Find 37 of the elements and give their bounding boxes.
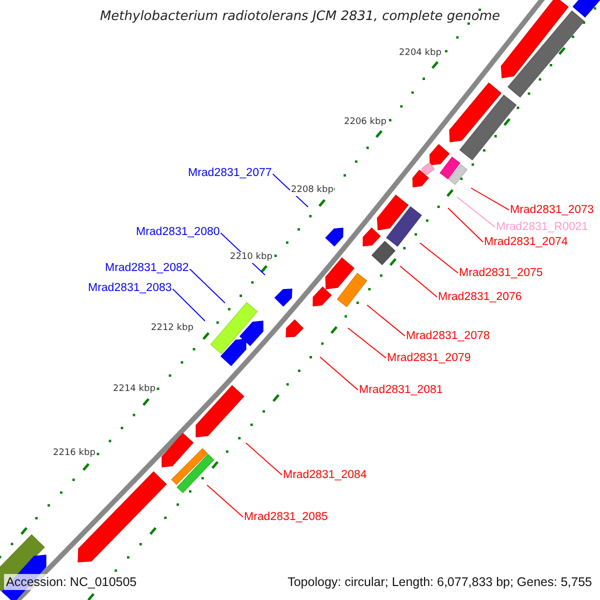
- gene-label: Mrad2831_2080: [136, 226, 220, 238]
- gene-label: Mrad2831_2082: [105, 262, 189, 274]
- leader-line: [272, 174, 308, 208]
- leader-line: [456, 196, 496, 228]
- accession-text: Accession: NC_010505: [4, 574, 139, 590]
- gene-label: Mrad2831_2077: [188, 166, 272, 180]
- scale-label: 2204 kbp: [398, 48, 442, 58]
- leader-line: [246, 442, 282, 476]
- scale-label: 2212 kbp: [150, 322, 194, 334]
- gene-label: Mrad2831_2083: [88, 282, 172, 294]
- gene-label: Mrad2831_2074: [484, 236, 568, 248]
- scale-label: 2210 kbp: [229, 252, 274, 262]
- gene-label: Mrad2831_R0021: [496, 220, 588, 234]
- scale-label: 2216 kbp: [52, 448, 96, 458]
- leader-line: [400, 266, 438, 298]
- leader-line: [420, 242, 458, 274]
- scale-label: 2206 kbp: [343, 116, 388, 128]
- genome-summary-text: Topology: circular; Length: 6,077,833 bp; Genes: 5,755: [286, 574, 594, 590]
- gene-label: Mrad2831_2076: [438, 290, 522, 304]
- leader-line: [172, 288, 206, 322]
- gene-label: Mrad2831_2085: [244, 510, 328, 524]
- leader-line: [189, 268, 226, 304]
- leader-line: [206, 484, 244, 518]
- leader-line: [448, 208, 484, 242]
- leader-line: [366, 304, 406, 336]
- scale-label: 2214 kbp: [112, 384, 156, 394]
- gene-label: Mrad2831_2073: [510, 204, 594, 216]
- gene-label: Mrad2831_2079: [387, 352, 471, 364]
- leader-line: [470, 188, 510, 210]
- leader-line: [320, 356, 358, 390]
- gene-label: Mrad2831_2075: [459, 266, 543, 280]
- scale-label: 2208 kbp: [290, 184, 334, 196]
- leader-line: [348, 328, 386, 358]
- gene-label: Mrad2831_2084: [283, 468, 367, 482]
- gene-label: Mrad2831_2078: [406, 330, 490, 342]
- gene-label: Mrad2831_2081: [359, 384, 443, 396]
- diagram-title: Methylobacterium radiotolerans JCM 2831, complete genome: [98, 9, 502, 24]
